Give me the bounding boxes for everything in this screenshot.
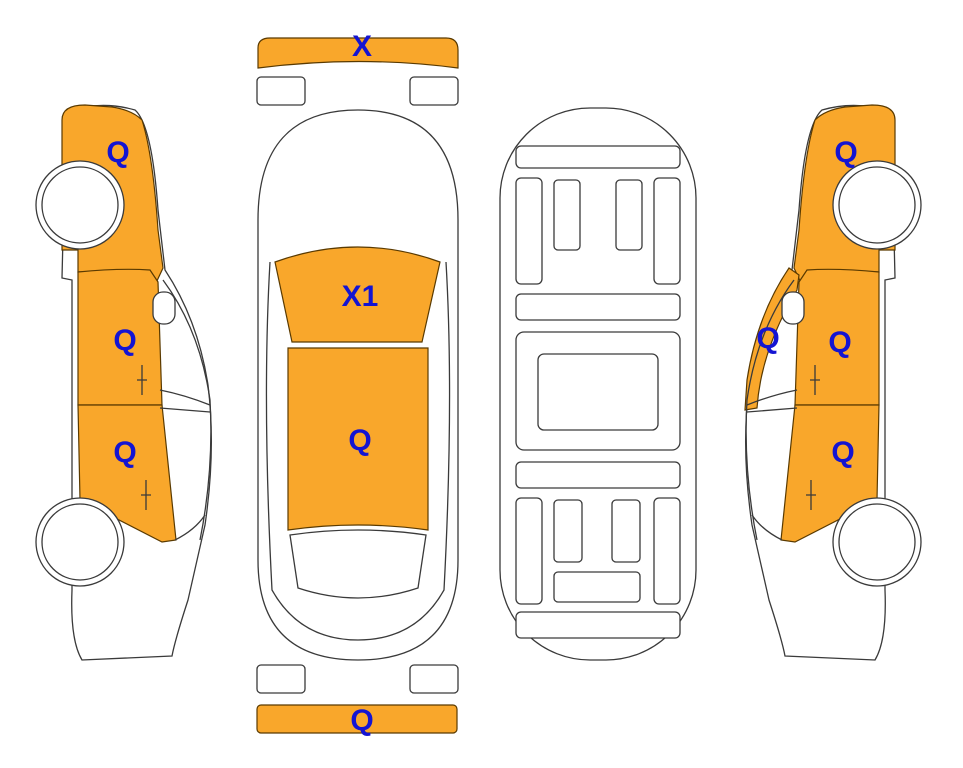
left-door-handles	[137, 365, 151, 510]
label-left-front-door: Q	[113, 324, 136, 357]
top-view: X X1 Q Q	[256, 30, 459, 737]
label-right-a-pillar: Q	[756, 322, 779, 355]
front-left-light	[256, 76, 306, 106]
label-windshield: X1	[342, 280, 379, 313]
label-rear-bumper: Q	[350, 704, 373, 737]
label-right-front-fender: Q	[834, 136, 857, 169]
left-side-view: Q Q Q	[35, 104, 213, 661]
roof-panel[interactable]	[287, 347, 429, 531]
left-window-line	[159, 279, 212, 541]
left-rear-wheel	[35, 497, 125, 587]
label-roof: Q	[348, 424, 371, 457]
label-left-rear-door: Q	[113, 436, 136, 469]
rear-left-light	[256, 664, 306, 694]
label-front-bumper: X	[352, 30, 372, 63]
rear-right-light	[409, 664, 459, 694]
left-front-wheel	[35, 160, 125, 250]
left-front-door-panel[interactable]	[77, 268, 163, 406]
front-bumper-panel[interactable]	[257, 37, 459, 69]
label-right-front-door: Q	[828, 326, 851, 359]
underbody-view	[499, 107, 697, 661]
label-right-rear-door: Q	[831, 436, 854, 469]
label-left-front-fender: Q	[106, 136, 129, 169]
front-right-light	[409, 76, 459, 106]
windshield-panel[interactable]	[274, 246, 441, 343]
rear-bumper-panel[interactable]	[256, 704, 458, 734]
left-mirror	[152, 291, 176, 325]
right-front-door-panel[interactable]	[794, 268, 880, 406]
right-side-view: Q Q Q Q	[744, 104, 922, 661]
